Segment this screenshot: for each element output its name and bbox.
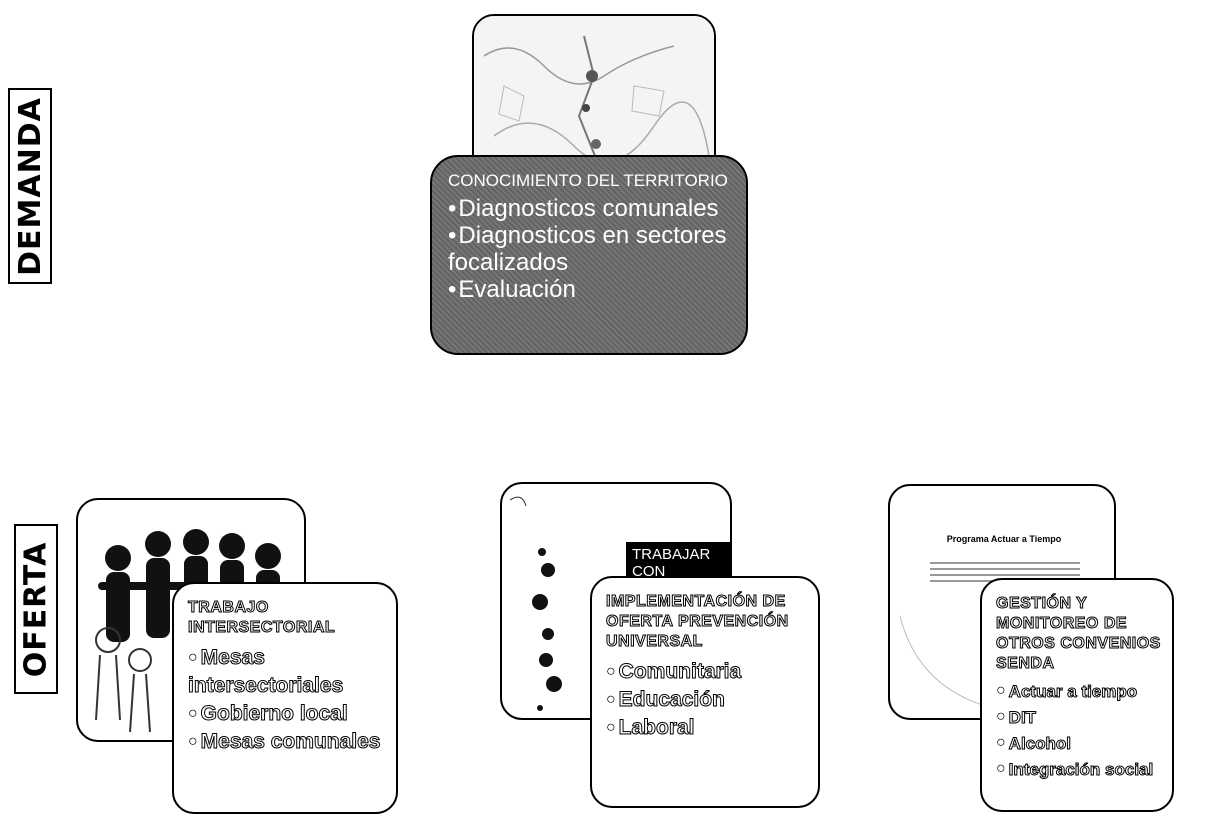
list-item: DIT bbox=[996, 704, 1162, 730]
gestion-monitoreo-list: Actuar a tiempo DIT Alcohol Integración … bbox=[996, 678, 1162, 782]
list-item: Mesas intersectoriales bbox=[188, 644, 386, 700]
trabajo-intersectorial-list: Mesas intersectoriales Gobierno local Me… bbox=[188, 644, 386, 756]
list-item: Alcohol bbox=[996, 730, 1162, 756]
demanda-label-text: DEMANDA bbox=[12, 96, 48, 276]
list-item: Integración social bbox=[996, 756, 1162, 782]
handprints-illustration bbox=[509, 496, 562, 711]
list-item: Mesas comunales bbox=[188, 728, 386, 756]
list-item: Diagnosticos en sectores focalizados bbox=[448, 222, 734, 276]
list-item: Educación bbox=[606, 686, 808, 714]
list-item: Diagnosticos comunales bbox=[448, 195, 734, 222]
list-item: Comunitaria bbox=[606, 658, 808, 686]
trabajo-intersectorial-heading: TRABAJO INTERSECTORIAL bbox=[188, 599, 336, 637]
oferta-label-text: OFERTA bbox=[18, 541, 54, 677]
conocimiento-territorio-list: Diagnosticos comunales Diagnosticos en s… bbox=[448, 195, 734, 303]
gestion-monitoreo-heading: GESTIÓN Y MONITOREO DE OTROS CONVENIOS S… bbox=[996, 595, 1161, 673]
list-item: Gobierno local bbox=[188, 700, 386, 728]
demanda-label: DEMANDA bbox=[8, 88, 52, 284]
implementacion-oferta-heading: IMPLEMENTACIÓN DE OFERTA PREVENCIÓN UNIV… bbox=[606, 593, 789, 651]
implementacion-oferta-list: Comunitaria Educación Laboral bbox=[606, 658, 808, 742]
doc-title: Programa Actuar a Tiempo bbox=[946, 534, 1062, 544]
list-item: Actuar a tiempo bbox=[996, 678, 1162, 704]
list-item: Evaluación bbox=[448, 276, 734, 303]
oferta-label: OFERTA bbox=[14, 524, 58, 694]
gestion-monitoreo-box: GESTIÓN Y MONITOREO DE OTROS CONVENIOS S… bbox=[980, 578, 1174, 812]
trabajo-intersectorial-box: TRABAJO INTERSECTORIAL Mesas intersector… bbox=[172, 582, 398, 814]
conocimiento-territorio-box: CONOCIMIENTO DEL TERRITORIO Diagnosticos… bbox=[430, 155, 748, 355]
implementacion-oferta-box: IMPLEMENTACIÓN DE OFERTA PREVENCIÓN UNIV… bbox=[590, 576, 820, 808]
list-item: Laboral bbox=[606, 714, 808, 742]
conocimiento-territorio-heading: CONOCIMIENTO DEL TERRITORIO bbox=[448, 171, 728, 190]
trabajar-con-banner: TRABAJAR CON bbox=[626, 542, 730, 582]
doc-text-lines bbox=[930, 558, 1080, 586]
